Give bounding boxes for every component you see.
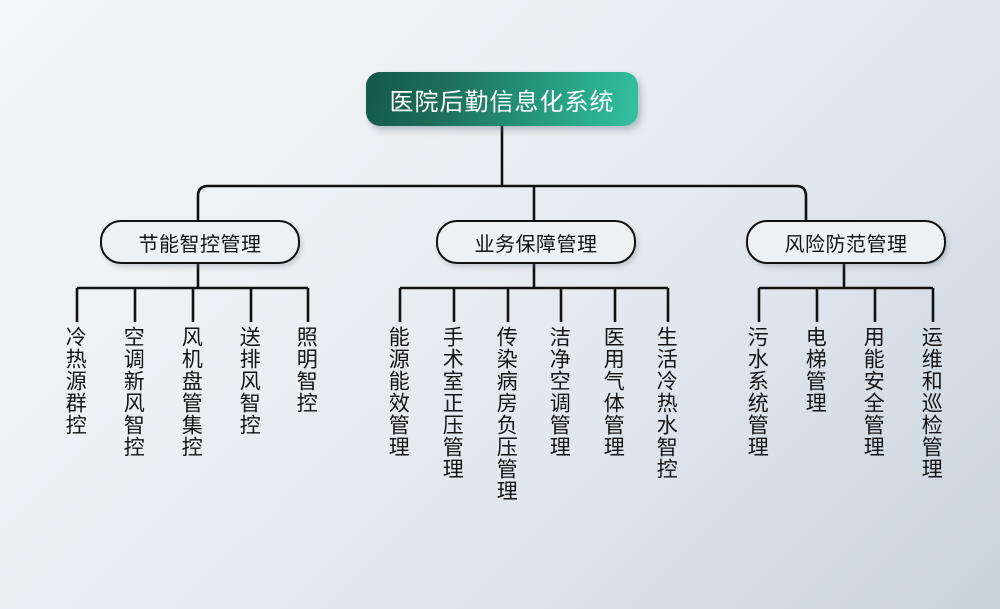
leaf-node[interactable]: 生活冷热水智控 — [654, 326, 681, 480]
leaf-node-label: 生活冷热水智控 — [654, 326, 679, 480]
leaf-node-label: 手术室正压管理 — [440, 326, 465, 480]
root-node[interactable]: 医院后勤信息化系统 — [366, 72, 638, 126]
leaf-node[interactable]: 能源能效管理 — [386, 326, 413, 458]
leaf-node-label: 照明智控 — [294, 326, 319, 414]
leaf-node-label: 空调新风智控 — [121, 326, 146, 458]
leaf-node[interactable]: 污水系统管理 — [745, 326, 772, 458]
leaf-node-label: 污水系统管理 — [745, 326, 770, 458]
leaf-node[interactable]: 洁净空调管理 — [547, 326, 574, 458]
leaf-node-label: 能源能效管理 — [386, 326, 411, 458]
leaf-node-label: 冷热源群控 — [63, 326, 88, 436]
leaf-node[interactable]: 风机盘管集控 — [179, 326, 206, 458]
root-node-label: 医院后勤信息化系统 — [389, 87, 615, 116]
leaf-node[interactable]: 传染病房负压管理 — [494, 326, 521, 502]
branch-node-risk-prevention[interactable]: 风险防范管理 — [746, 220, 946, 264]
branch-node-business-support[interactable]: 业务保障管理 — [436, 220, 636, 264]
leaf-node[interactable]: 空调新风智控 — [121, 326, 148, 458]
leaf-node[interactable]: 照明智控 — [294, 326, 321, 414]
leaf-node[interactable]: 电梯管理 — [803, 326, 830, 414]
leaf-node-label: 用能安全管理 — [861, 326, 886, 458]
leaf-node[interactable]: 医用气体管理 — [601, 326, 628, 458]
leaf-node-label: 风机盘管集控 — [179, 326, 204, 458]
leaf-node[interactable]: 用能安全管理 — [861, 326, 888, 458]
leaf-node-label: 送排风智控 — [237, 326, 262, 436]
leaf-node-label: 医用气体管理 — [601, 326, 626, 458]
leaf-node-label: 洁净空调管理 — [547, 326, 572, 458]
leaf-node[interactable]: 冷热源群控 — [63, 326, 90, 436]
leaf-node[interactable]: 送排风智控 — [237, 326, 264, 436]
leaf-node-label: 传染病房负压管理 — [494, 326, 519, 502]
branch-node-energy-control[interactable]: 节能智控管理 — [100, 220, 300, 264]
branch-node-label: 业务保障管理 — [474, 231, 598, 256]
branch-node-label: 风险防范管理 — [784, 231, 908, 256]
leaf-node[interactable]: 运维和巡检管理 — [919, 326, 946, 480]
branch-node-label: 节能智控管理 — [138, 231, 262, 256]
leaf-node-label: 运维和巡检管理 — [919, 326, 944, 480]
connector-level1-bus — [196, 184, 808, 220]
leaf-node[interactable]: 手术室正压管理 — [440, 326, 467, 480]
leaf-node-label: 电梯管理 — [803, 326, 828, 414]
